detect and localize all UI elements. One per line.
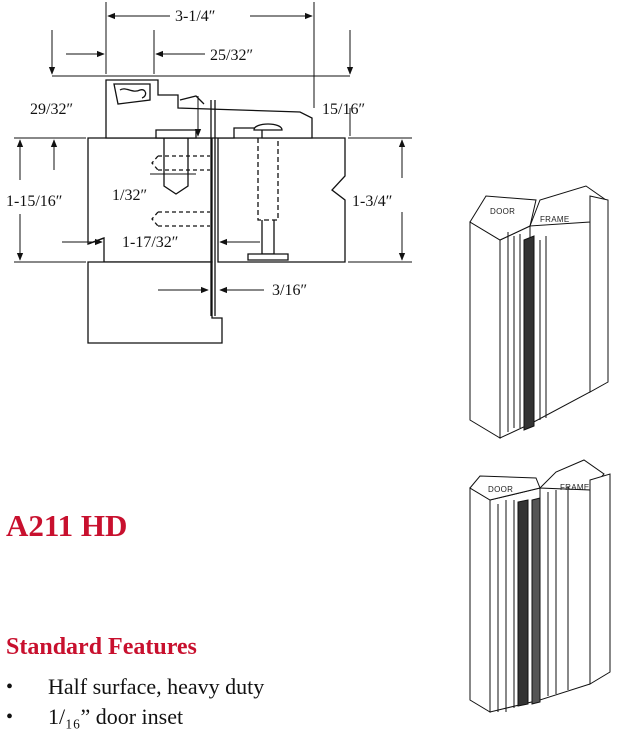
dim-center-offset: 1-17/32″ <box>122 234 178 251</box>
frame-section <box>217 137 346 263</box>
dimension-lines <box>14 2 412 294</box>
feature-item: 1/₁₆” door inset <box>6 702 264 732</box>
bottom-door-label: DOOR <box>488 485 513 494</box>
bottom-frame-label: FRAME <box>560 483 590 492</box>
dim-frame-thickness: 1-3/4″ <box>352 193 392 210</box>
dim-right-height: 15/16″ <box>322 101 365 118</box>
feature-item: Half surface, heavy duty <box>6 672 264 702</box>
features-list: Half surface, heavy duty 1/₁₆” door inse… <box>6 672 264 732</box>
dim-door-thickness: 1-15/16″ <box>6 193 62 210</box>
top-door-label: DOOR <box>490 207 515 216</box>
product-title: A211 HD <box>6 508 128 543</box>
hinge-illustration-top <box>469 185 609 439</box>
dim-gap: 3/16″ <box>272 282 307 299</box>
hinge-cross-section <box>87 79 346 344</box>
dim-overall-width: 3-1/4″ <box>175 8 215 25</box>
door-lower-block <box>87 261 223 344</box>
hinge-profile <box>105 79 313 139</box>
dim-inset: 1/32″ <box>112 187 147 204</box>
features-heading: Standard Features <box>6 634 197 660</box>
hinge-illustration-bottom <box>469 459 611 713</box>
dim-offset-width: 25/32″ <box>210 47 253 64</box>
center-line <box>210 100 216 316</box>
top-frame-label: FRAME <box>540 215 570 224</box>
dim-left-height: 29/32″ <box>30 101 73 118</box>
